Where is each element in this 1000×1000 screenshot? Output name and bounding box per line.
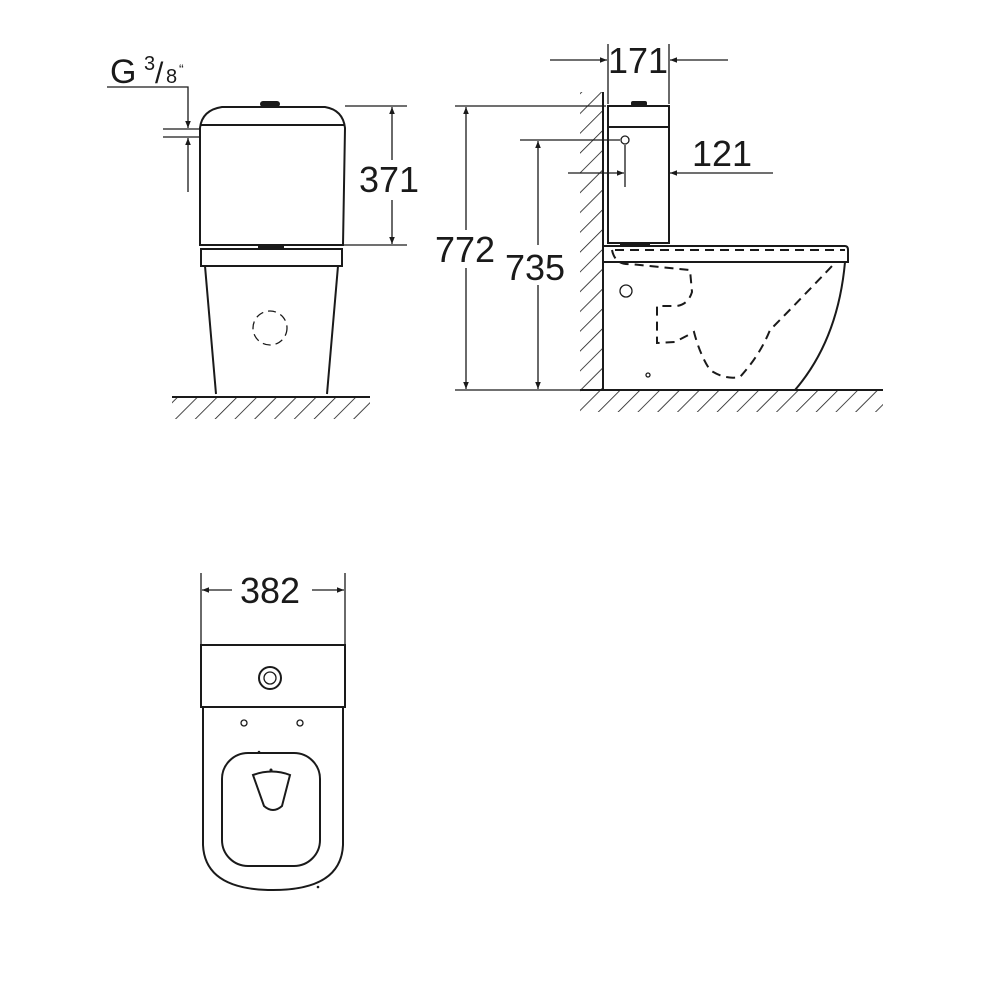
thread-unit: “ bbox=[179, 61, 184, 77]
cistern-joint bbox=[620, 242, 650, 247]
wall-hatch bbox=[580, 92, 603, 390]
flush-button-icon bbox=[631, 101, 647, 106]
dim-tank-depth: 171 bbox=[608, 40, 668, 81]
front-view: G 3 / 8 “ 371 bbox=[107, 53, 419, 419]
dim-inlet-height: 735 bbox=[505, 247, 565, 288]
flush-button-inner bbox=[263, 671, 277, 685]
water-inlet bbox=[620, 135, 630, 145]
cistern-front bbox=[199, 106, 347, 246]
seat-side bbox=[603, 245, 849, 263]
flush-button-icon bbox=[258, 666, 282, 690]
bowl-curve bbox=[794, 261, 846, 391]
cistern-joint bbox=[258, 245, 284, 250]
thread-prefix: G bbox=[110, 53, 136, 91]
bowl-rim bbox=[200, 248, 343, 267]
dot bbox=[257, 750, 261, 754]
seat-hinge-hole bbox=[240, 719, 248, 727]
dim-total-height: 772 bbox=[435, 229, 495, 270]
thread-numerator: 3 bbox=[144, 53, 155, 75]
dim-width: 382 bbox=[240, 570, 300, 611]
dim-inlet-offset: 121 bbox=[692, 133, 752, 174]
bowl-opening bbox=[251, 770, 292, 811]
inlet-hole bbox=[619, 284, 633, 298]
bowl-pedestal bbox=[204, 265, 339, 395]
dot bbox=[316, 885, 320, 889]
thread-denominator: 8 bbox=[166, 66, 177, 88]
thread-slash: / bbox=[155, 57, 164, 90]
floor-hatch bbox=[172, 397, 370, 419]
outlet-dashed-circle bbox=[252, 310, 288, 346]
top-view: 382 bbox=[200, 570, 346, 892]
dot bbox=[269, 768, 273, 772]
seat-hinge-hole bbox=[296, 719, 304, 727]
thread-leader bbox=[107, 86, 191, 128]
flush-button-icon bbox=[260, 101, 280, 107]
cistern-top bbox=[200, 644, 346, 708]
small-hole bbox=[645, 372, 651, 378]
bowl-top bbox=[202, 707, 344, 892]
floor-hatch bbox=[580, 390, 883, 412]
trap-hidden-line bbox=[611, 249, 834, 379]
side-view: 171 121 772 735 bbox=[435, 40, 883, 412]
dim-tank-height: 371 bbox=[359, 159, 419, 200]
seat-opening bbox=[221, 752, 321, 867]
